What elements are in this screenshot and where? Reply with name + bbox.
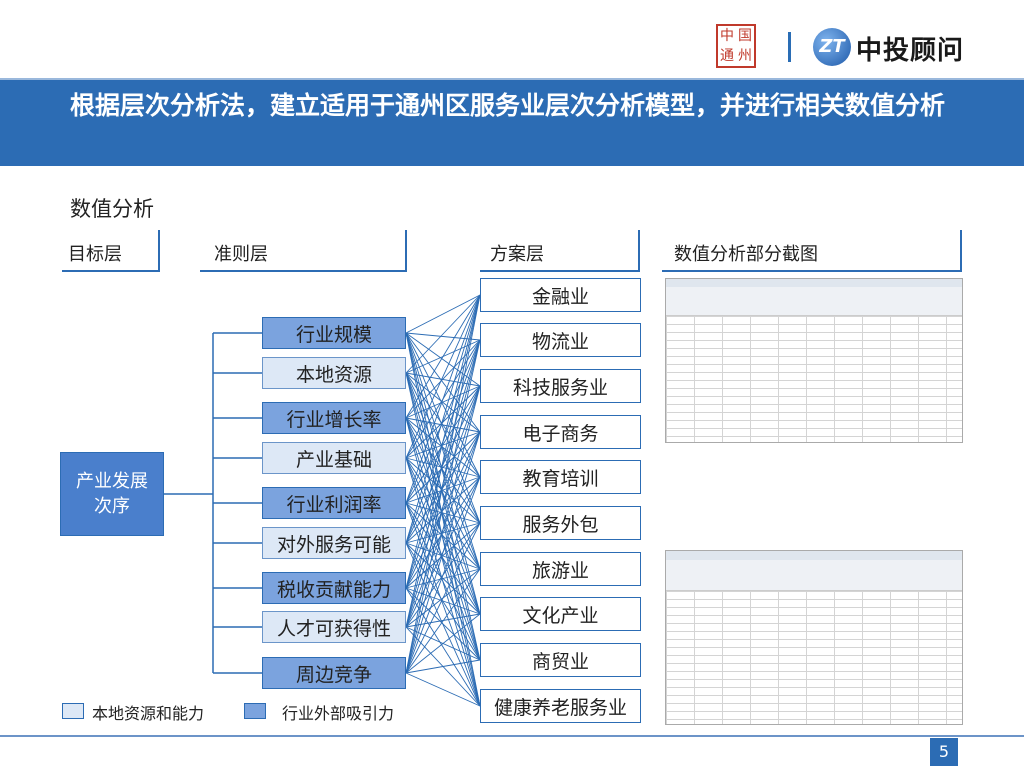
spreadsheet-screenshot-2 [665,550,963,725]
column-header-scheme: 方案层 [480,230,640,272]
criteria-scheme-link [405,502,481,615]
criteria-scheme-link [405,294,481,374]
criteria-box: 本地资源 [262,357,406,389]
scheme-box: 教育培训 [480,460,641,494]
scheme-box: 健康养老服务业 [480,689,641,723]
criteria-scheme-link [405,417,481,615]
criteria-scheme-link [405,672,481,707]
criteria-scheme-link [405,431,481,589]
criteria-box: 行业规模 [262,317,406,349]
criteria-scheme-link [405,476,481,674]
criteria-scheme-link [405,417,481,661]
criteria-scheme-link [405,522,481,674]
criteria-scheme-link [405,587,481,661]
scheme-box: 电子商务 [480,415,641,449]
legend-label-external: 行业外部吸引力 [282,704,395,723]
criteria-scheme-link [405,332,481,615]
criteria-scheme-link [405,659,481,674]
criteria-scheme-link [405,372,481,433]
brand-logo-icon: ZT [813,28,851,66]
criteria-scheme-link [405,417,481,707]
scheme-box: 物流业 [480,323,641,357]
criteria-scheme-link [405,332,481,570]
criteria-scheme-link [405,332,481,433]
criteria-scheme-link [405,339,481,674]
criteria-scheme-link [405,417,481,570]
legend-swatch-external [244,703,266,719]
target-label-line2: 次序 [94,496,130,517]
criteria-scheme-link [405,476,481,504]
criteria-scheme-link [405,294,481,544]
criteria-scheme-link [405,294,481,504]
scheme-box: 旅游业 [480,552,641,586]
criteria-scheme-link [405,294,481,334]
criteria-scheme-link [405,417,481,478]
scheme-box: 文化产业 [480,597,641,631]
criteria-scheme-link [405,568,481,589]
column-header-target: 目标层 [62,230,160,272]
criteria-scheme-link [405,294,481,589]
criteria-scheme-link [405,502,481,707]
header-divider [0,78,1024,80]
criteria-box: 周边竞争 [262,657,406,689]
criteria-scheme-link [405,431,481,504]
criteria-scheme-link [405,332,481,478]
criteria-scheme-link [405,332,481,707]
footer-divider [0,735,1024,737]
criteria-scheme-link [405,417,481,433]
criteria-scheme-link [405,339,481,419]
criteria-scheme-link [405,502,481,570]
logo-divider [788,32,791,62]
tongzhou-seal-logo: 中国通州 [716,24,756,68]
criteria-scheme-link [405,502,481,524]
scheme-box: 商贸业 [480,643,641,677]
criteria-scheme-link [405,417,481,524]
criteria-scheme-link [405,339,481,504]
criteria-scheme-link [405,294,481,628]
criteria-box: 行业增长率 [262,402,406,434]
criteria-scheme-link [405,385,481,504]
criteria-scheme-link [405,522,481,589]
page-title: 根据层次分析法，建立适用于通州区服务业层次分析模型，并进行相关数值分析 [0,80,1024,166]
criteria-scheme-link [405,332,481,341]
spreadsheet-screenshot-1 [665,278,963,443]
criteria-scheme-link [405,294,481,459]
criteria-scheme-link [405,332,481,661]
criteria-scheme-link [405,431,481,674]
criteria-scheme-link [405,613,481,674]
column-header-screenshot: 数值分析部分截图 [662,230,962,272]
scheme-box: 金融业 [480,278,641,312]
criteria-scheme-link [405,385,481,419]
criteria-box: 人才可获得性 [262,611,406,643]
page-number: 5 [930,738,958,766]
brand-name: 中投顾问 [856,36,965,66]
criteria-scheme-link [405,587,481,615]
target-box: 产业发展次序 [60,452,164,536]
criteria-box: 对外服务可能 [262,527,406,559]
scheme-box: 服务外包 [480,506,641,540]
criteria-scheme-link [405,385,481,674]
legend-swatch-local [62,703,84,719]
target-label-line1: 产业发展 [76,471,148,492]
criteria-box: 行业利润率 [262,487,406,519]
criteria-scheme-link [405,502,481,661]
criteria-scheme-link [405,339,481,589]
criteria-scheme-link [405,332,481,524]
criteria-scheme-link [405,294,481,419]
scheme-box: 科技服务业 [480,369,641,403]
legend-label-local: 本地资源和能力 [92,704,205,723]
criteria-scheme-link [405,476,481,589]
criteria-box: 税收贡献能力 [262,572,406,604]
criteria-scheme-link [405,568,481,674]
criteria-scheme-link [405,385,481,589]
section-title: 数值分析 [70,197,154,221]
criteria-box: 产业基础 [262,442,406,474]
criteria-scheme-link [405,332,481,387]
column-header-criteria: 准则层 [200,230,407,272]
criteria-scheme-link [405,294,481,674]
